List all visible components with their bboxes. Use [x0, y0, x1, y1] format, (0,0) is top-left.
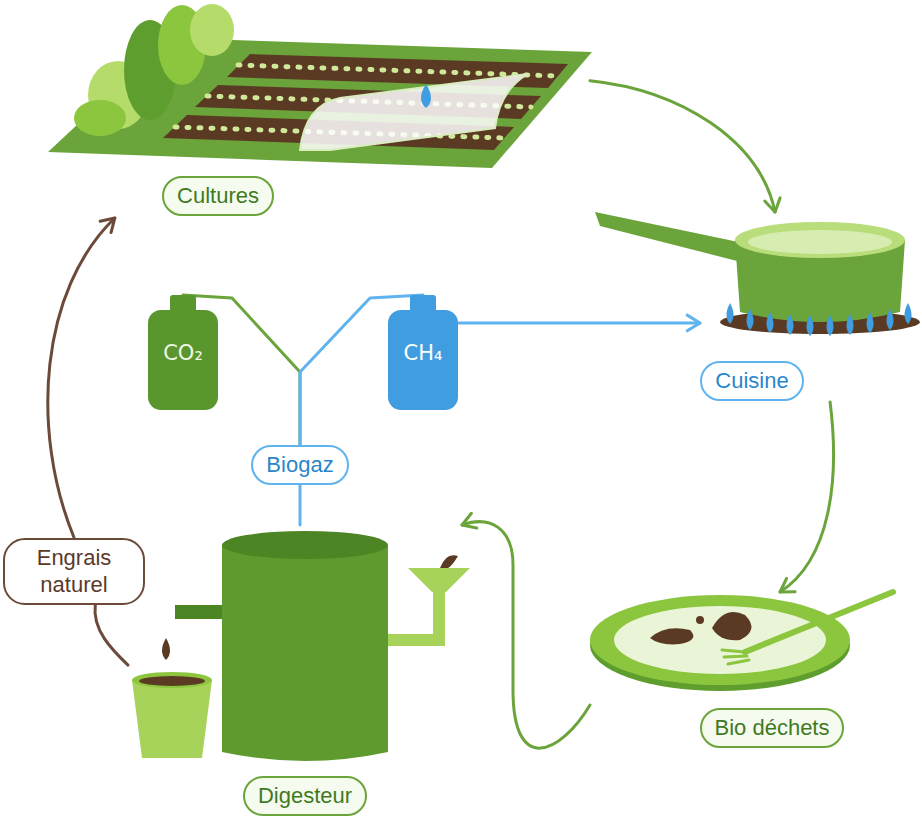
connector-line: [95, 605, 128, 666]
arrowhead: [780, 579, 795, 592]
flow-connector: [462, 513, 590, 748]
flow-connector: [590, 81, 780, 212]
label-pill: Bio déchets: [700, 708, 845, 748]
connector-line: [590, 81, 775, 212]
food-scrap: [650, 628, 693, 644]
cooking-label: Cuisine: [700, 212, 915, 402]
waste-label: Bio déchets: [590, 592, 865, 750]
crop-field: [48, 4, 592, 168]
waste-in-funnel: [440, 555, 458, 568]
arrowhead: [687, 315, 700, 331]
flame: [807, 315, 814, 336]
greenhouse-tunnel: [300, 74, 528, 150]
flame: [867, 312, 874, 333]
connector-line: [780, 402, 833, 592]
flow-connector: [299, 485, 300, 525]
digester-top: [222, 531, 388, 559]
digester: [132, 531, 470, 761]
digester-body: [222, 545, 388, 761]
crop-label: Cultures: [50, 0, 590, 218]
label-pill: Cultures: [162, 176, 274, 216]
flame: [887, 309, 894, 330]
inlet-funnel: [408, 568, 470, 592]
arrowhead: [462, 513, 477, 528]
arrowhead: [100, 218, 115, 233]
flame: [727, 303, 734, 324]
gas-formula: CO₂: [148, 341, 218, 366]
label-pill: Engrais naturel: [3, 538, 145, 605]
plate-rim: [590, 595, 850, 685]
flame: [787, 314, 794, 335]
pan-handle: [595, 212, 748, 263]
flame: [847, 314, 854, 335]
fertilizer-pill: Engrais naturel: [3, 538, 145, 605]
fertilizer-drop: [162, 638, 170, 660]
food-scrap: [712, 612, 751, 640]
label-pill: Digesteur: [243, 776, 367, 816]
flames: [727, 303, 912, 336]
pan-rim: [735, 222, 905, 258]
water: [748, 230, 892, 254]
gas-formula: CH₄: [388, 341, 458, 366]
bottle-body: [388, 310, 458, 410]
bush: [190, 4, 234, 56]
arrowhead: [765, 198, 780, 212]
flow-connector: [95, 605, 128, 666]
label-pill: Cuisine: [700, 361, 803, 401]
food-crumb: [696, 616, 704, 624]
fertilizer: [139, 676, 205, 686]
connector-line: [298, 485, 301, 525]
flame: [767, 312, 774, 333]
gas-bottle: CH₄: [388, 295, 458, 410]
flow-connector: [48, 218, 115, 538]
label-pill: Biogaz: [251, 445, 348, 485]
connector-line: [462, 522, 590, 748]
water-drop: [421, 84, 431, 108]
fertilizer-cup: [132, 680, 212, 758]
outlet-spout: [175, 605, 225, 619]
flame: [747, 309, 754, 330]
connector-line: [48, 218, 115, 538]
digester-label: Digesteur: [128, 525, 480, 818]
fork-prongs: [722, 650, 749, 664]
plate: [590, 592, 893, 691]
bush: [74, 100, 126, 136]
fork: [745, 592, 893, 652]
flame: [905, 303, 912, 324]
gas-bottle: CO₂: [148, 295, 218, 410]
cup-rim: [132, 672, 212, 688]
biogas-pill: Biogaz: [251, 445, 348, 485]
bottle-body: [148, 310, 218, 410]
plate-center: [614, 606, 826, 674]
cooking-pan: [595, 212, 920, 336]
flow-connector: [458, 315, 700, 331]
flame: [827, 315, 834, 336]
connector-line: [458, 321, 700, 324]
seedlings: [238, 65, 558, 76]
flow-connector: [780, 402, 833, 592]
inlet-pipe: [388, 590, 439, 640]
